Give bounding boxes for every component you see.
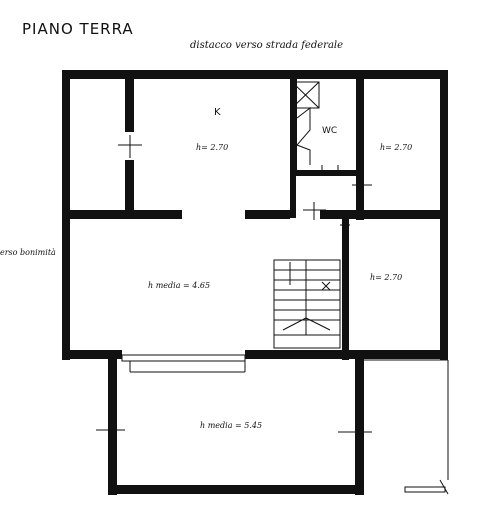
top-note: distacco verso strada federale [190,40,344,51]
wall-mid-right [320,210,448,219]
left-note: erso bonimità [0,248,56,257]
wall-kitchen-left-upper [125,70,134,132]
wall-wc-bottom [290,170,360,176]
kitchen-label: K [214,107,221,118]
wall-mid-left [62,210,182,219]
wall-right-mid-left [342,218,349,360]
room-right-top-height: h= 2.70 [380,143,412,152]
wall-bottom-room-right [355,355,364,495]
wall-living-bottom-left [62,350,122,359]
duct [296,106,311,165]
wall-right-room-left [356,70,364,220]
wall-bottom-room-floor [108,485,364,494]
wall-kitchen-left-lower [125,160,134,218]
wc-fixture [291,81,320,109]
room-bottom-height: h media = 5.45 [200,421,262,430]
page-title: PIANO TERRA [22,20,134,38]
room-right-mid-height: h= 2.70 [370,273,402,282]
living-height: h media = 4.65 [148,281,210,290]
opening-living-bottom [121,354,246,362]
walls [62,70,448,495]
wall-wc-left [290,70,297,170]
wall-top-outer [62,70,447,79]
window-bottom [404,486,446,493]
wall-stair-left [290,170,296,218]
wall-mid-center [245,210,290,219]
thin-lines [62,81,449,495]
wc-label: WC [322,126,337,136]
wall-living-bottom-right [245,350,448,359]
kitchen-height: h= 2.70 [196,143,228,152]
staircase [273,259,341,349]
